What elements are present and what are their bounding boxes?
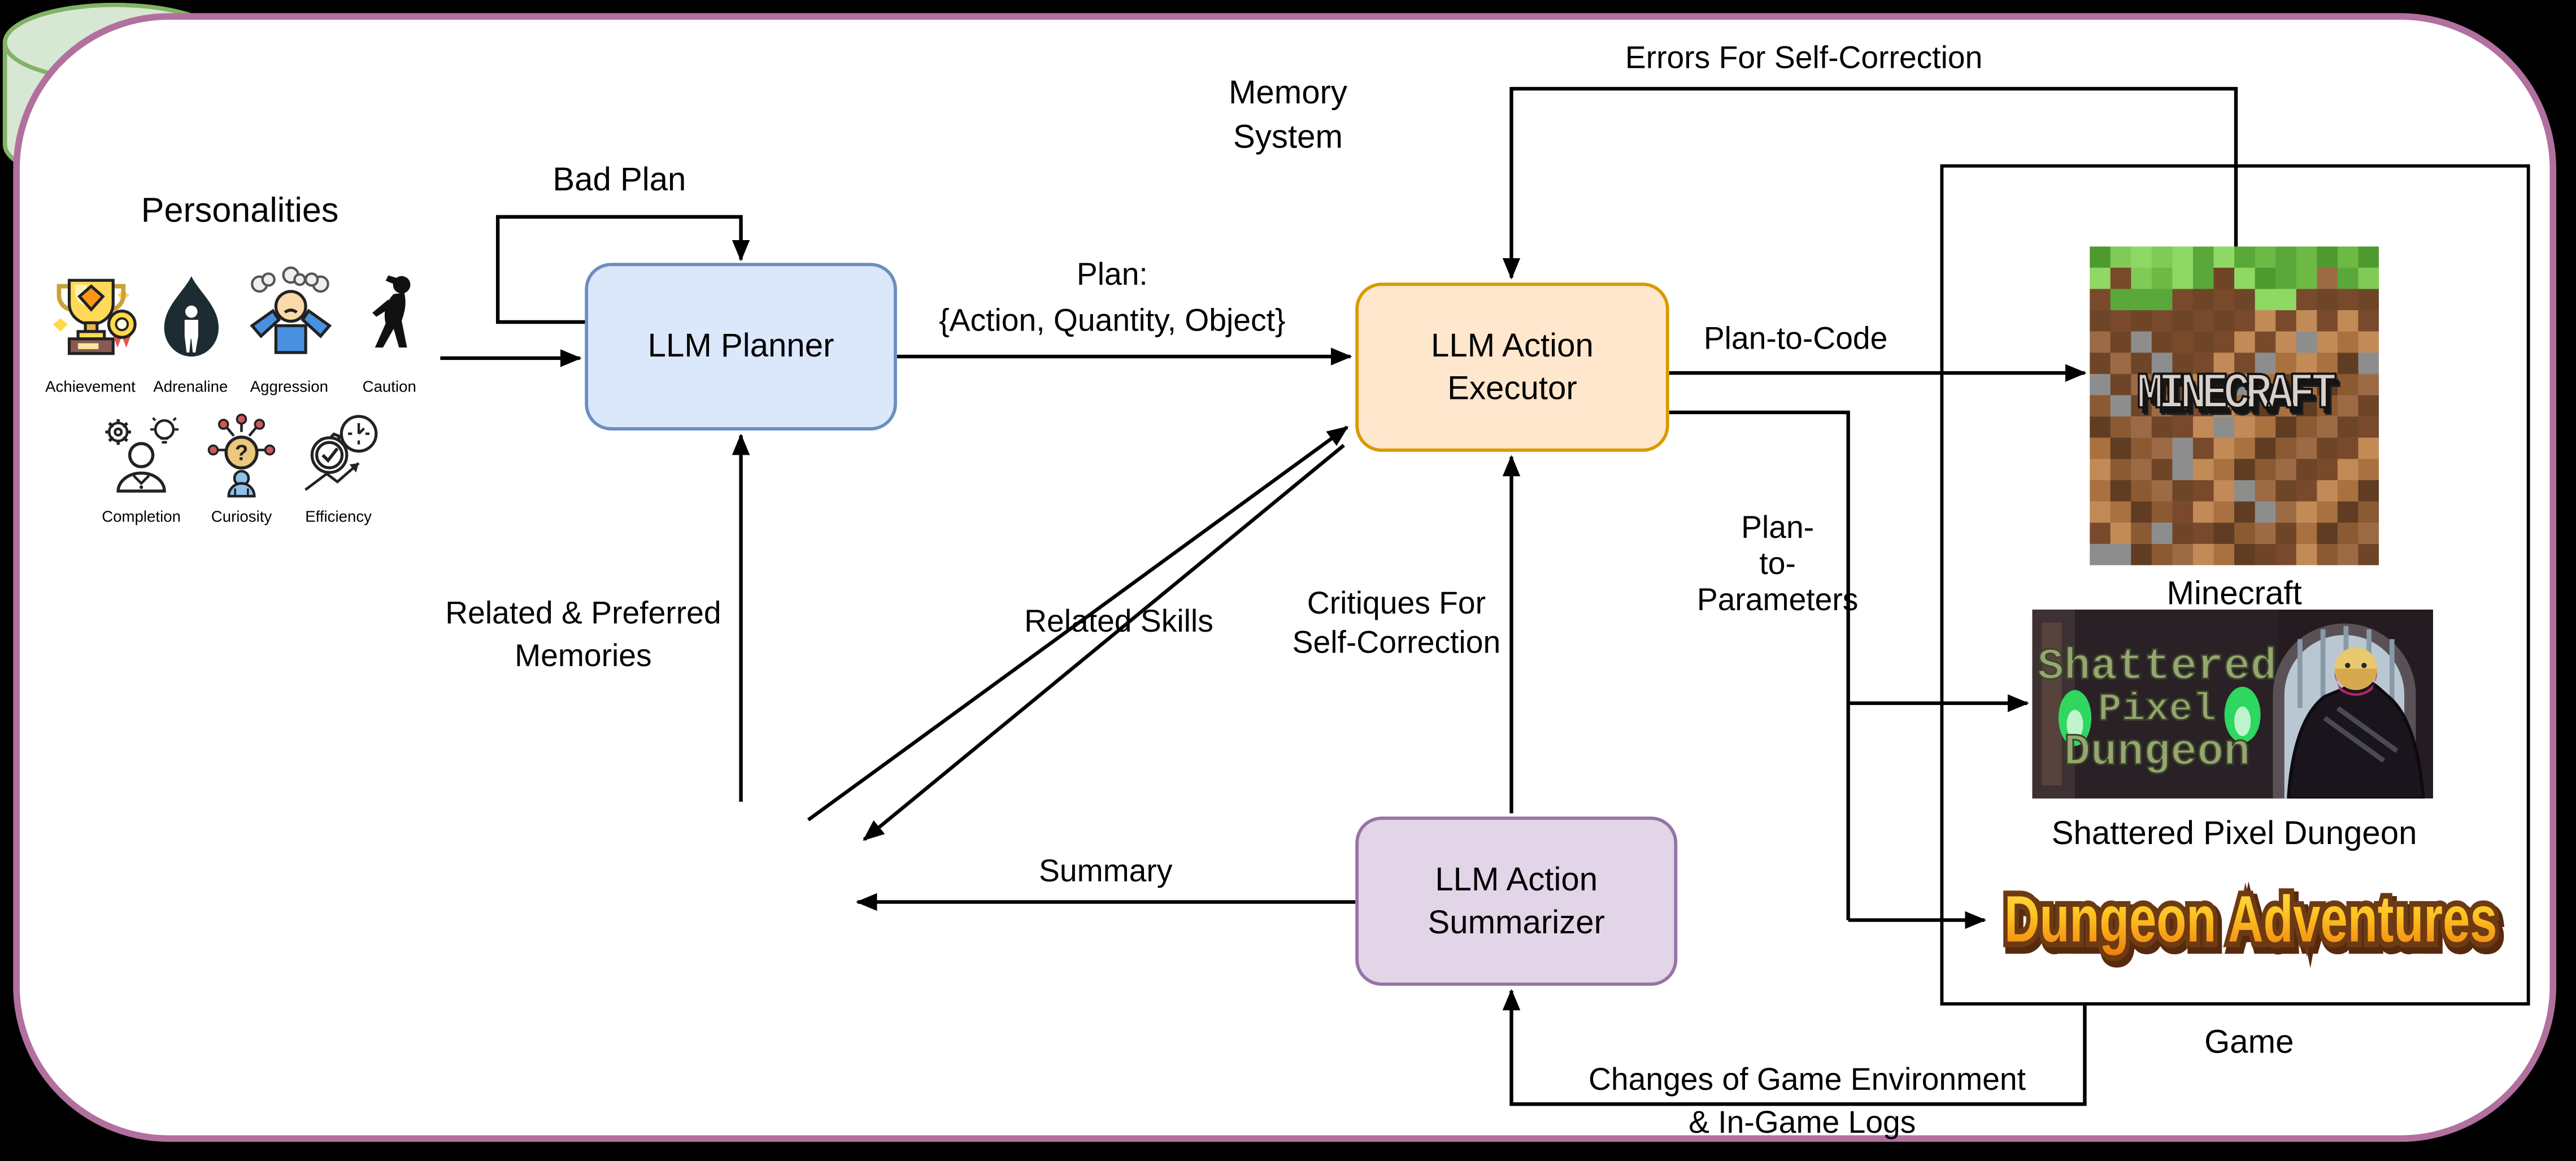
arrow-changes-of-environment xyxy=(1502,989,2087,1106)
minecraft-image: MINECRAFT xyxy=(2090,246,2379,566)
trophy-icon xyxy=(45,268,138,363)
personality-label: Efficiency xyxy=(305,508,372,527)
summarizer-label-line1: LLM Action xyxy=(1435,862,1598,898)
spd-logo-line2: Pixel xyxy=(2098,687,2216,732)
plan-to-parameters-label-line1: Plan- xyxy=(1741,511,1814,546)
minecraft-pixel-art xyxy=(2090,246,2379,566)
critiques-label-line1: Critiques For xyxy=(1307,587,1486,622)
executor-label-line2: Executor xyxy=(1447,370,1577,407)
errors-label: Errors For Self-Correction xyxy=(1625,41,1983,76)
summarizer-label-line2: Summarizer xyxy=(1428,904,1605,941)
arrow-bad-plan-loop xyxy=(495,215,750,324)
bad-plan-label: Bad Plan xyxy=(552,162,686,199)
related-skills-label: Related Skills xyxy=(1024,605,1213,640)
arrow-errors-self-correction xyxy=(1502,86,2238,280)
game-panel-box xyxy=(1940,164,2530,1006)
arrow-related-skills-to-memory xyxy=(863,443,1345,841)
angry-person-icon xyxy=(243,264,338,363)
spd-logo-line3: Dungeon xyxy=(2064,727,2250,777)
line-plan-to-parameters xyxy=(1669,410,1850,920)
outer-rounded-panel xyxy=(13,13,2557,1142)
plan-label-line2: {Action, Quantity, Object} xyxy=(939,305,1286,340)
memory-label-line1: Memory xyxy=(1228,75,1348,112)
plan-label-line1: Plan: xyxy=(1076,258,1148,293)
critiques-label-line2: Self-Correction xyxy=(1292,627,1501,662)
dungeon-adventures-logo: Dungeon Adventures Dungeon Adventures xyxy=(1990,866,2512,975)
da-logo-text: Dungeon Adventures xyxy=(2004,882,2497,955)
llm-action-executor-node: LLM Action Executor xyxy=(1355,282,1669,452)
arrow-related-skills-to-executor xyxy=(807,425,1349,821)
worker-gear-bulb-icon xyxy=(100,412,182,498)
related-memories-label-line2: Memories xyxy=(515,640,652,675)
personality-label: Adrenaline xyxy=(153,379,228,397)
personality-label: Completion xyxy=(102,508,181,527)
llm-action-summarizer-node: LLM Action Summarizer xyxy=(1355,816,1678,986)
personality-label: Caution xyxy=(362,379,416,397)
question-head-icon: ? xyxy=(201,411,282,499)
changes-label-line2: & In-Game Logs xyxy=(1689,1106,1916,1141)
changes-label-line1: Changes of Game Environment xyxy=(1588,1063,2026,1098)
spd-logo-text: Shattered Pixel Dungeon xyxy=(2037,641,2278,779)
shattered-pixel-dungeon-image: Shattered Pixel Dungeon xyxy=(2032,609,2433,799)
flame-person-icon xyxy=(148,271,235,363)
game-panel-label: Game xyxy=(2204,1025,2294,1062)
plan-to-code-label: Plan-to-Code xyxy=(1703,323,1888,358)
related-memories-label-line1: Related & Preferred xyxy=(445,597,721,632)
personality-label: Achievement xyxy=(45,379,136,397)
shattered-pixel-dungeon-label: Shattered Pixel Dungeon xyxy=(2051,816,2417,853)
gear-clock-check-icon xyxy=(297,411,382,499)
personalities-title: Personalities xyxy=(141,192,339,231)
plan-to-parameters-label-line2: to- xyxy=(1759,547,1796,582)
plan-to-parameters-label-line3: Parameters xyxy=(1696,584,1859,619)
cautious-person-icon xyxy=(349,269,434,362)
llm-planner-label: LLM Planner xyxy=(647,328,834,365)
personality-label: Curiosity xyxy=(211,508,272,527)
spd-logo-line1: Shattered xyxy=(2037,642,2277,692)
minecraft-label: Minecraft xyxy=(2166,576,2302,613)
executor-label-line1: LLM Action xyxy=(1431,328,1594,364)
da-logo-shadow: Dungeon Adventures xyxy=(2008,887,2500,960)
memory-label-line2: System xyxy=(1233,120,1343,156)
svg-text:?: ? xyxy=(235,441,249,466)
personality-label: Aggression xyxy=(250,379,328,397)
summary-label: Summary xyxy=(1038,855,1173,890)
llm-planner-node: LLM Planner xyxy=(585,263,897,431)
minecraft-logo: MINECRAFT xyxy=(2136,367,2338,425)
